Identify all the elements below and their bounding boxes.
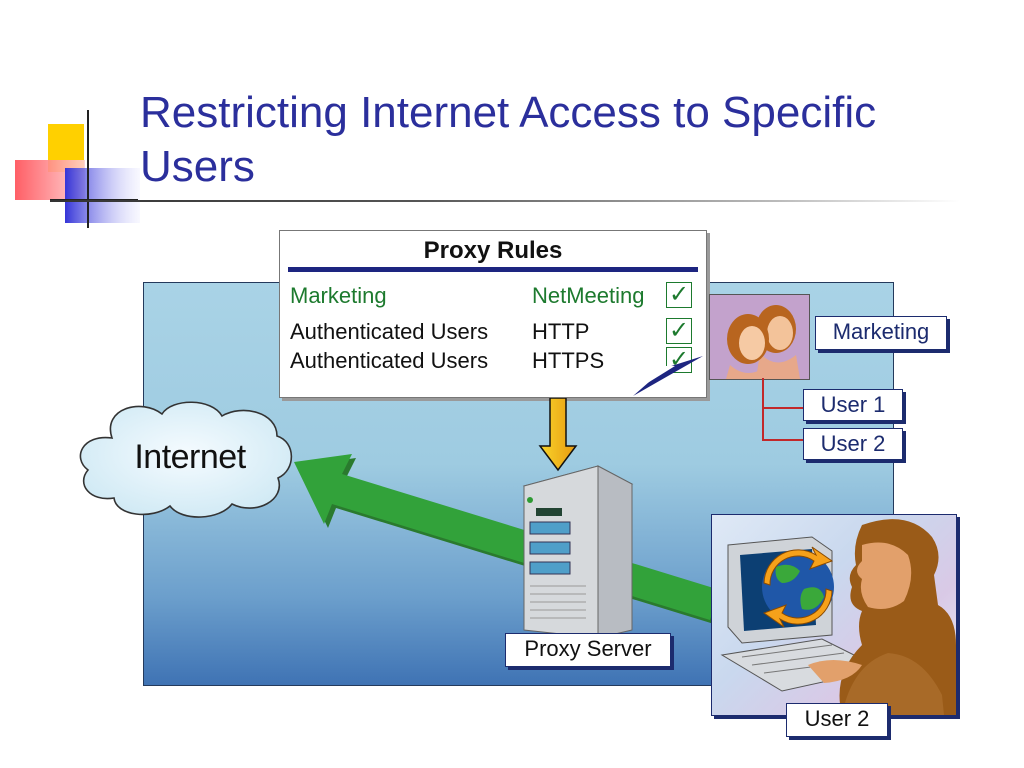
callout-pointer [633, 356, 703, 396]
group-faces-icon [726, 305, 800, 379]
marketing-group-label: Marketing [815, 316, 947, 350]
checkbox-icon: ✓ [666, 282, 692, 308]
proxy-rules-title: Proxy Rules [423, 237, 563, 264]
slide-title: Restricting Internet Access to Specific … [140, 88, 877, 191]
rule-group: Marketing [290, 283, 387, 308]
proxy-rules-divider [288, 267, 698, 272]
user-at-computer-icon [711, 514, 957, 716]
internet-label: Internet [134, 438, 246, 476]
rule-protocol: NetMeeting [532, 283, 645, 308]
user2-computer-label: User 2 [786, 703, 888, 737]
group-membership-lines [762, 378, 804, 441]
server-icon [522, 465, 634, 639]
title-decoration [15, 110, 140, 228]
title-underline [50, 200, 960, 202]
proxy-server-label: Proxy Server [505, 633, 671, 667]
rule-row: Authenticated Users HTTP ✓ [290, 318, 700, 349]
rule-group: Authenticated Users [290, 348, 489, 373]
rule-protocol: HTTPS [532, 348, 605, 373]
cloud-icon [79, 401, 293, 518]
traffic-arrow [294, 454, 724, 624]
user2-group-label: User 2 [803, 428, 903, 460]
marketing-group-tile [709, 294, 810, 380]
rule-row: Marketing NetMeeting ✓ [290, 282, 700, 313]
rule-group: Authenticated Users [290, 319, 489, 344]
checkbox-icon: ✓ [666, 318, 692, 344]
proxy-rules-box: Proxy Rules Marketing NetMeeting ✓ Authe… [279, 230, 707, 398]
globe-icon [762, 546, 834, 628]
user1-label: User 1 [803, 389, 903, 421]
rule-protocol: HTTP [532, 319, 590, 344]
down-arrow-icon [538, 398, 578, 472]
